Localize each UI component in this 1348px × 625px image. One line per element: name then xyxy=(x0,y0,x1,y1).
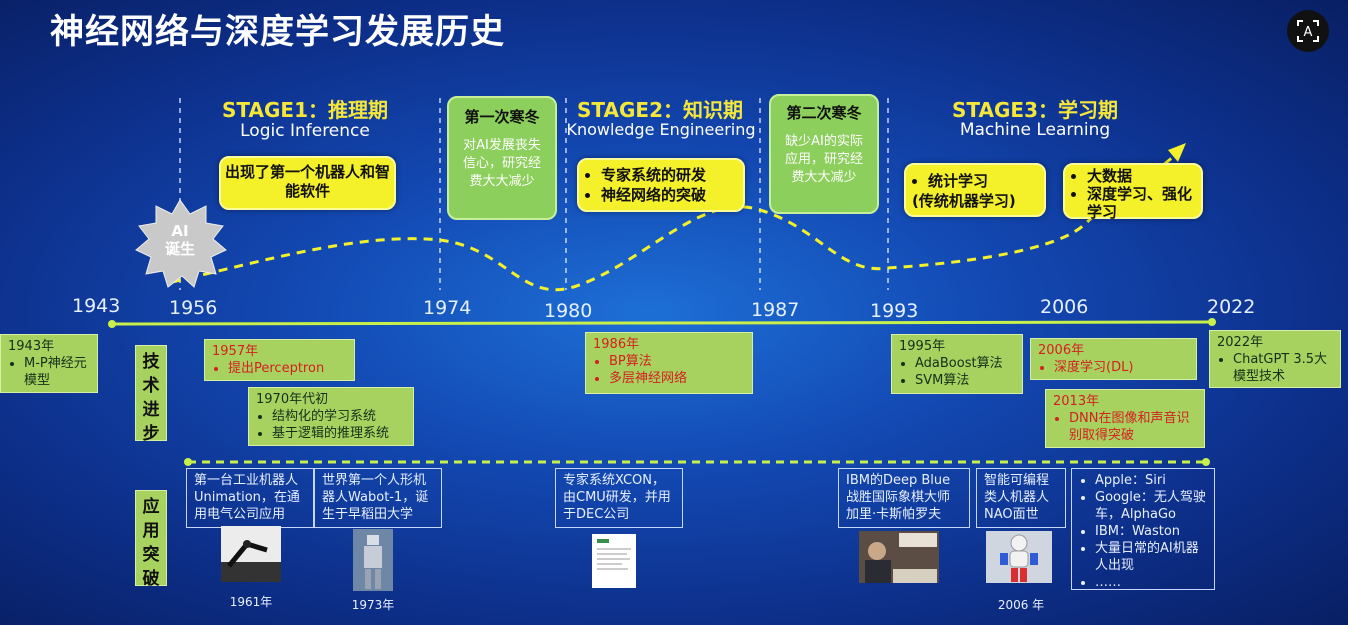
app-row-label: 应用突破 xyxy=(135,490,167,589)
stage2-item: 神经网络的突破 xyxy=(601,185,737,205)
winter2-text: 缺少AI的实际应用，研究经费大大减少 xyxy=(784,134,863,185)
stage1-title: STAGE1：推理期 xyxy=(222,98,388,122)
photo-xcon-document xyxy=(592,534,636,588)
tech-year: 2006年 xyxy=(1038,343,1085,358)
winter1-box: 第一次寒冬 对AI发展丧失信心，研究经费大大减少 xyxy=(447,96,557,220)
year-label: 1993 xyxy=(870,300,919,322)
winter2-title: 第二次寒冬 xyxy=(786,104,862,122)
tech-year: 1957年 xyxy=(212,344,259,359)
tech-year: 1943年 xyxy=(8,339,55,354)
year-label: 1974 xyxy=(423,297,472,319)
tech-year: 1986年 xyxy=(593,337,640,352)
year-label: 1980 xyxy=(544,300,593,322)
stage2-title: STAGE2：知识期 xyxy=(577,98,743,122)
winter1-title: 第一次寒冬 xyxy=(464,108,540,126)
tech-1957: 1957年 提出Perceptron xyxy=(204,339,355,381)
photo-caption: 1973年 xyxy=(351,598,395,612)
app-deep-blue: IBM的Deep Blue战胜国际象棋大师加里·卡斯帕罗夫 xyxy=(838,468,970,528)
starburst-icon xyxy=(135,199,227,288)
photo-caption: 2006 年 xyxy=(997,598,1045,612)
year-label: 1956 xyxy=(169,297,218,319)
tech-1970: 1970年代初 结构化的学习系统基于逻辑的推理系统 xyxy=(248,387,414,446)
app-list: Apple：Siri Google：无人驾驶车，AlphaGo IBM：Wast… xyxy=(1071,468,1215,590)
photo-nao xyxy=(986,531,1052,583)
tech-year: 1970年代初 xyxy=(256,392,329,407)
tech-item: 基于逻辑的推理系统 xyxy=(272,425,406,442)
tech-item: DNN在图像和声音识别取得突破 xyxy=(1069,410,1197,444)
tech-item: SVM算法 xyxy=(915,372,1015,389)
stage3b-item: 深度学习、强化学习 xyxy=(1087,185,1195,221)
tech-2006: 2006年 深度学习(DL) xyxy=(1030,338,1197,380)
app-list-item: 大量日常的AI机器人出现 xyxy=(1095,540,1207,574)
stage3b-item: 大数据 xyxy=(1087,167,1195,185)
app-xcon: 专家系统XCON，由CMU研发，并用于DEC公司 xyxy=(555,468,683,528)
tech-row-label: 技术进步 xyxy=(135,345,167,444)
tech-1986: 1986年 BP算法多层神经网络 xyxy=(585,332,753,394)
stage3a-item-sub: (传统机器学习) xyxy=(912,192,1016,210)
humanoid-robot-photo xyxy=(364,535,382,589)
stage3-subtitle: Machine Learning xyxy=(959,120,1111,140)
tech-year: 2022年 xyxy=(1217,335,1264,350)
year-label: 1943 xyxy=(72,295,121,317)
app-unimation: 第一台工业机器人Unimation，在通用电气公司应用 xyxy=(186,468,314,528)
ai-birth-label: AI 诞生 xyxy=(164,222,195,258)
stage2-item: 专家系统的研发 xyxy=(601,165,737,185)
tech-year: 1995年 xyxy=(899,339,946,354)
year-label: 1987 xyxy=(751,299,800,321)
robot-arm-photo xyxy=(221,540,281,582)
tech-item: 深度学习(DL) xyxy=(1054,359,1189,376)
tech-year: 2013年 xyxy=(1053,394,1100,409)
tech-item: M-P神经元模型 xyxy=(24,355,90,389)
app-list-item: IBM：Waston xyxy=(1095,523,1207,540)
app-list-item: …… xyxy=(1095,574,1207,591)
tech-row-text: 技术进步 xyxy=(142,352,160,444)
photo-deep-blue xyxy=(859,531,939,583)
stage3a-item: 统计学习 xyxy=(928,171,1038,191)
year-label: 2022 xyxy=(1207,296,1256,318)
stage3a-box: 统计学习 (传统机器学习) xyxy=(904,163,1046,217)
stage1-box: 出现了第一个机器人和智能软件 xyxy=(219,156,396,210)
tech-item: 结构化的学习系统 xyxy=(272,408,406,425)
stage3-title: STAGE3：学习期 xyxy=(952,98,1118,122)
tech-item: 多层神经网络 xyxy=(609,370,745,387)
app-wabot: 世界第一个人形机器人Wabot-1，诞生于早稻田大学 xyxy=(314,468,442,528)
stage3b-box: 大数据深度学习、强化学习 xyxy=(1063,163,1203,221)
tech-2022: 2022年 ChatGPT 3.5大模型技术 xyxy=(1209,330,1341,388)
stage2-box: 专家系统的研发神经网络的突破 xyxy=(577,158,745,212)
photo-unimation xyxy=(221,526,281,582)
app-list-item: Apple：Siri xyxy=(1095,472,1207,489)
winter1-text: 对AI发展丧失信心，研究经费大大减少 xyxy=(462,138,541,189)
photo-wabot xyxy=(353,529,393,591)
document-photo xyxy=(597,539,631,570)
tech-item: BP算法 xyxy=(609,353,745,370)
translate-icon: A xyxy=(1297,20,1319,42)
tech-1995: 1995年 AdaBoost算法SVM算法 xyxy=(891,334,1023,394)
winter2-box: 第二次寒冬 缺少AI的实际应用，研究经费大大减少 xyxy=(769,94,879,214)
arrow-up-right-icon xyxy=(1168,143,1186,162)
stage2-subtitle: Knowledge Engineering xyxy=(566,120,756,139)
tech-item: ChatGPT 3.5大模型技术 xyxy=(1233,351,1333,385)
tech-2013: 2013年 DNN在图像和声音识别取得突破 xyxy=(1045,389,1205,448)
svg-text:A: A xyxy=(1304,25,1313,40)
page-title: 神经网络与深度学习发展历史 xyxy=(50,12,505,52)
translate-button[interactable]: A xyxy=(1287,10,1329,52)
tech-item: AdaBoost算法 xyxy=(915,355,1015,372)
tech-1943: 1943年 M-P神经元模型 xyxy=(0,334,98,393)
app-row-text: 应用突破 xyxy=(142,497,160,589)
photo-caption: 1961年 xyxy=(229,595,273,609)
tech-item: 提出Perceptron xyxy=(228,360,347,377)
nao-robot-photo xyxy=(1000,534,1038,582)
stage1-subtitle: Logic Inference xyxy=(240,121,370,141)
chess-match-photo xyxy=(865,533,937,583)
year-label: 2006 xyxy=(1040,296,1089,318)
app-nao: 智能可编程类人机器人NAO面世 xyxy=(976,468,1066,528)
app-list-item: Google：无人驾驶车，AlphaGo xyxy=(1095,489,1207,523)
